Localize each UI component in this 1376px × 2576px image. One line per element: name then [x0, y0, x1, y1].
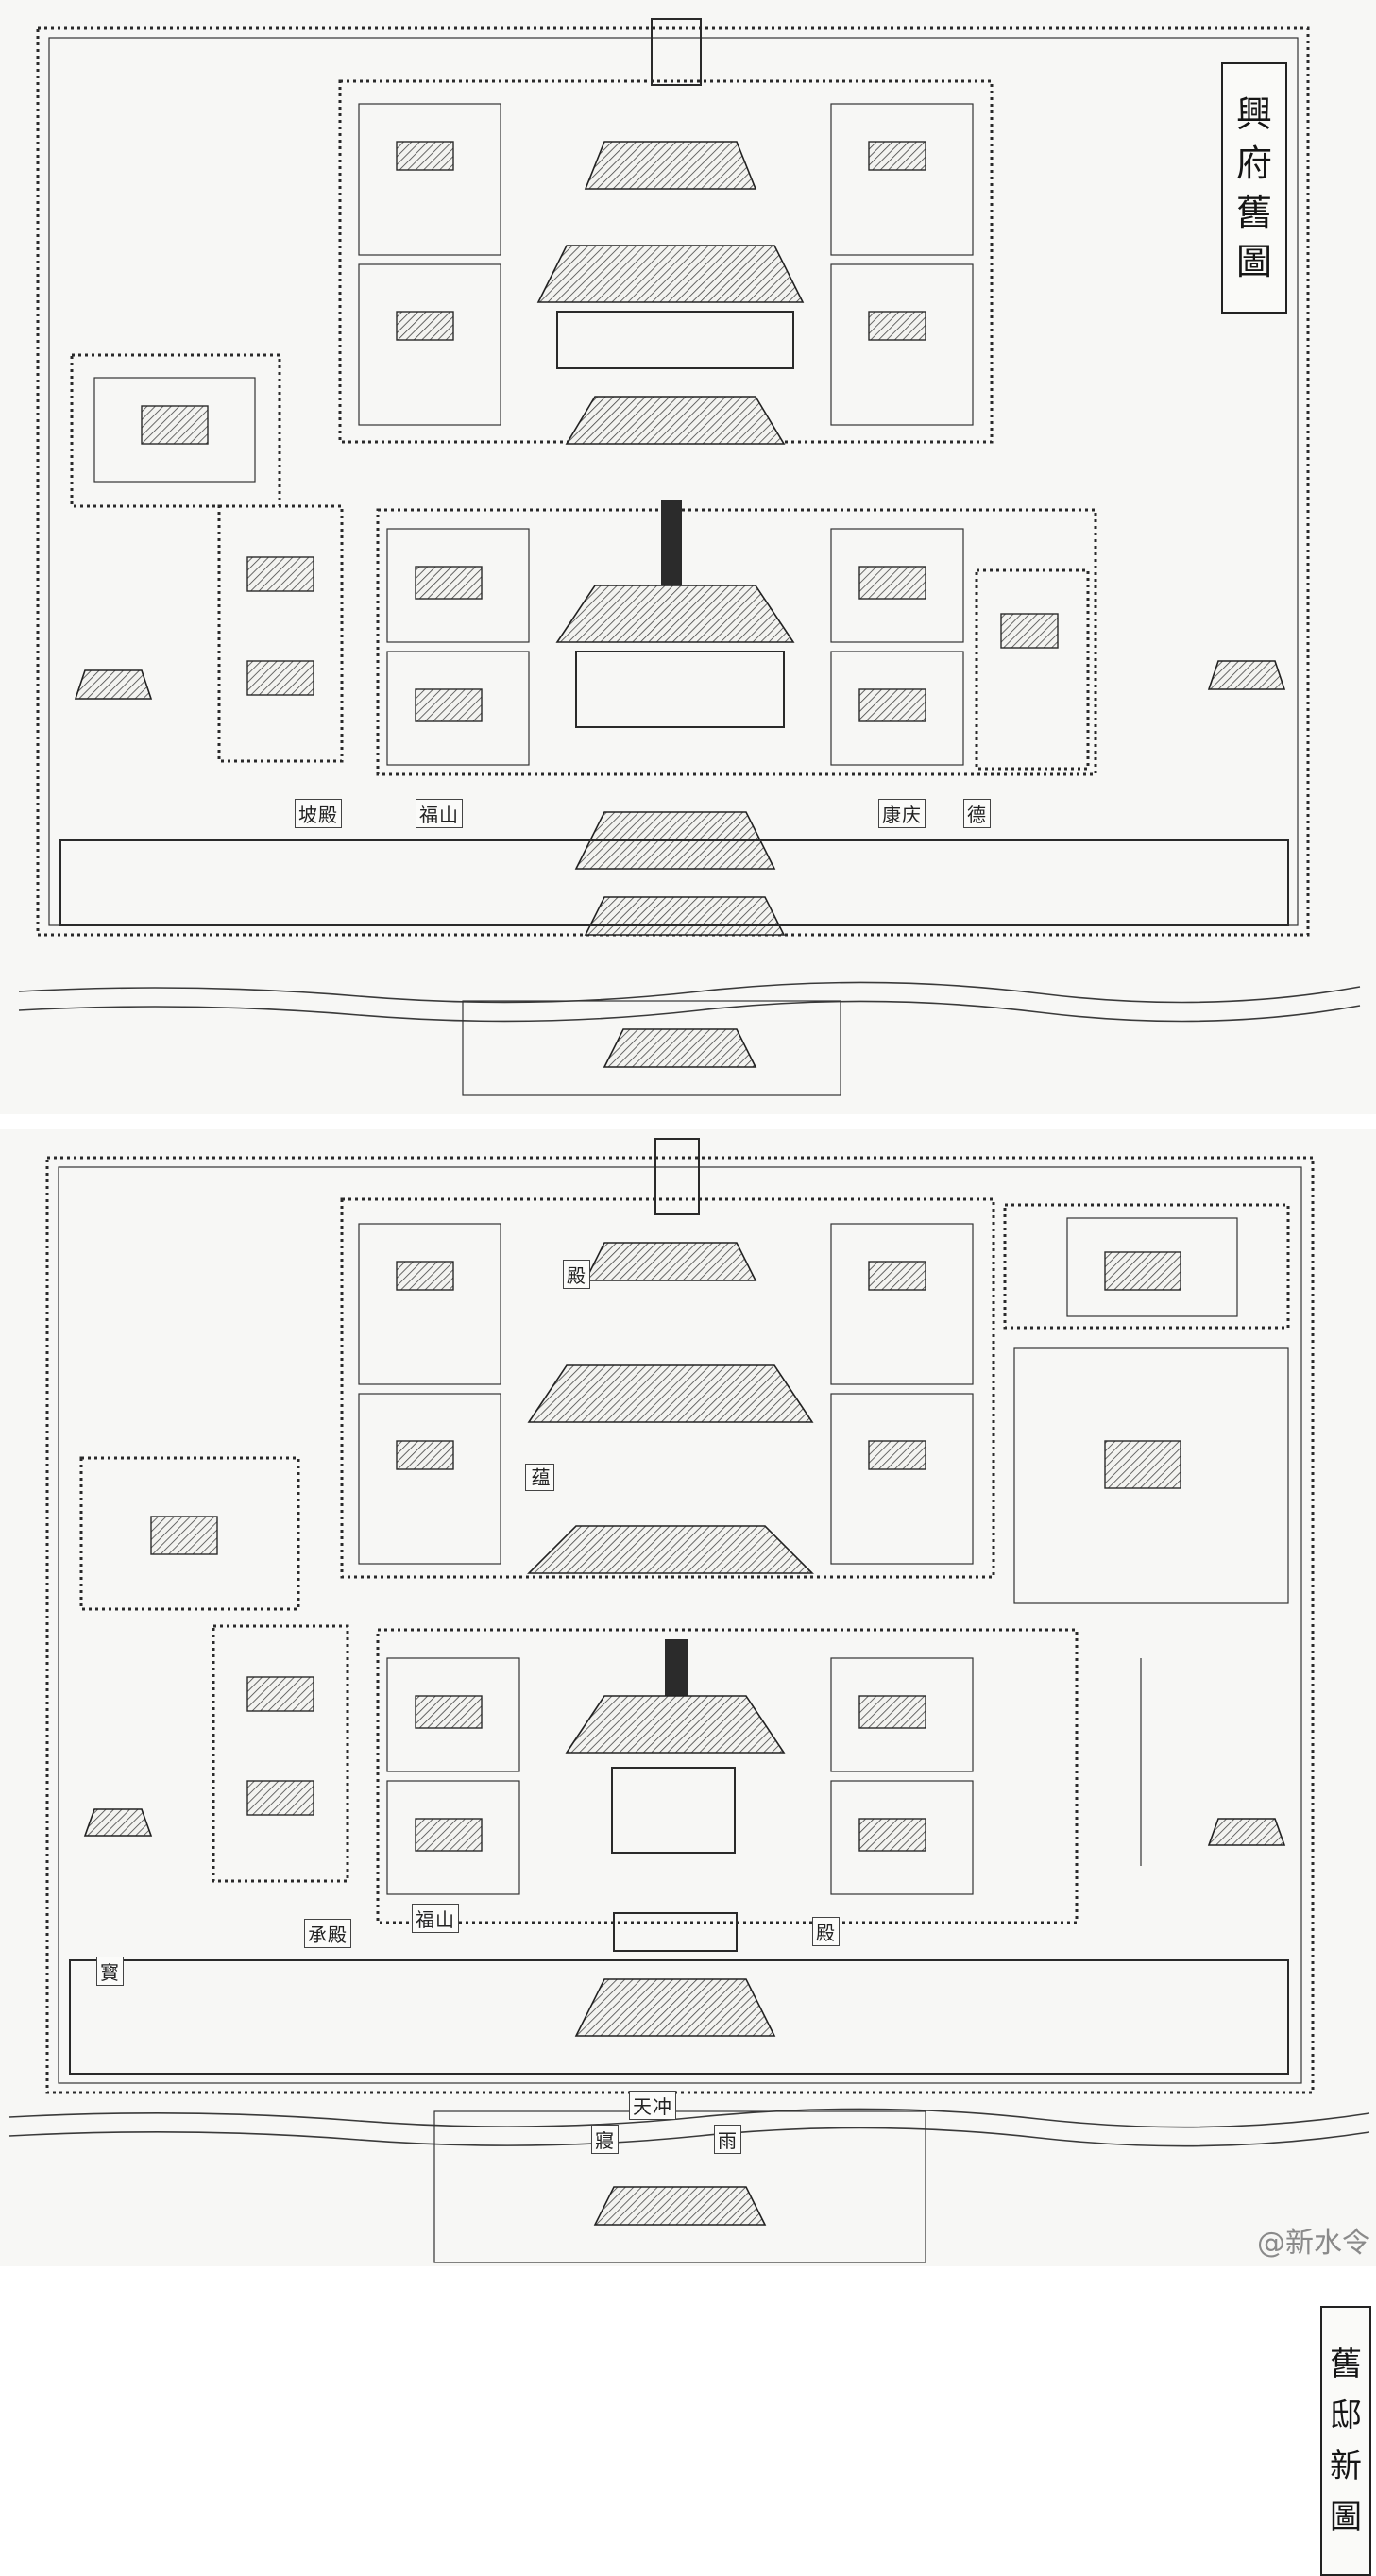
- courtyard-buildings: [150, 1251, 1181, 1852]
- building-label: 寢: [591, 2125, 619, 2154]
- east-garden-enclosure: [1013, 1347, 1289, 1604]
- title-char-3: 舊: [1235, 192, 1272, 233]
- new-mansion-map-title: 舊 邸 新 圖: [1320, 2306, 1371, 2576]
- old-mansion-plan-drawing: [18, 18, 1361, 1096]
- front-main-hall-body: [575, 651, 785, 728]
- building-label: 福山: [416, 799, 463, 828]
- title-char-4: 圖: [1235, 241, 1272, 282]
- west-pavilion: [83, 1808, 153, 1837]
- title-char-4: 圖: [1330, 2499, 1362, 2536]
- building-label: 殿: [563, 1260, 590, 1289]
- rear-main-hall-body: [556, 311, 794, 369]
- east-courtyards: [830, 103, 974, 766]
- middle-compound-wall: [376, 508, 1097, 776]
- west-courtyards: [358, 1223, 520, 1895]
- new-mansion-map: 舊 邸 新 圖 殿 蕴 承殿 福山 殿 天冲 寢 雨 寳 @新水令: [0, 1129, 1376, 2576]
- building-label: 寳: [96, 1957, 124, 1986]
- middle-hall-roof: [565, 396, 786, 445]
- building-label: 天冲: [629, 2091, 676, 2120]
- west-annex-lower: [212, 1624, 349, 1883]
- west-pavilion: [74, 669, 153, 700]
- front-main-hall-roof: [555, 585, 795, 643]
- building-label: 康庆: [878, 799, 926, 828]
- rear-hall-roof: [584, 141, 757, 190]
- building-label: 蕴: [525, 1464, 554, 1491]
- central-corridor: [661, 500, 682, 604]
- west-annex-upper: [70, 353, 281, 508]
- front-gate-roof: [584, 896, 786, 936]
- east-annex-upper: [1003, 1203, 1290, 1330]
- outer-wall-inner-line: [58, 1166, 1302, 2084]
- rear-main-hall-roof: [527, 1364, 814, 1423]
- title-char-1: 興: [1235, 93, 1272, 135]
- outer-wall: [45, 1156, 1315, 2094]
- south-row-buildings: [69, 1959, 1289, 2075]
- north-gate: [654, 1138, 700, 1215]
- old-mansion-map: 興 府 舊 圖 坡殿 福山 康庆 德: [0, 0, 1376, 1114]
- rear-main-hall-roof: [536, 245, 805, 303]
- inner-compound-wall: [340, 1197, 995, 1579]
- middle-compound-wall: [376, 1628, 1079, 1924]
- building-label: 雨: [714, 2125, 741, 2154]
- front-main-hall-body: [611, 1767, 736, 1854]
- title-char-1: 舊: [1330, 2346, 1362, 2383]
- west-courtyards: [358, 103, 530, 766]
- river-line-south: [8, 2127, 1370, 2147]
- old-mansion-map-title: 興 府 舊 圖: [1221, 62, 1287, 314]
- east-pavilion: [1207, 660, 1286, 690]
- west-annex-courtyard: [93, 377, 256, 483]
- east-annex: [975, 568, 1090, 771]
- courtyard-buildings: [141, 141, 1059, 722]
- watermark: @新水令: [1257, 2227, 1370, 2260]
- title-char-2: 府: [1235, 143, 1272, 184]
- title-char-2: 邸: [1330, 2397, 1362, 2434]
- building-label: 殿: [812, 1917, 840, 1946]
- panel-divider: [0, 1114, 1376, 1129]
- front-main-hall-roof: [565, 1695, 786, 1754]
- west-annex-lower: [217, 504, 344, 763]
- south-row-buildings: [59, 839, 1289, 926]
- outer-gate-enclosure: [462, 1000, 841, 1096]
- east-pavilion: [1207, 1818, 1286, 1846]
- river-line-south: [18, 1000, 1361, 1023]
- building-label: 福山: [412, 1904, 459, 1933]
- middle-hall-roof: [527, 1525, 814, 1574]
- building-label: 承殿: [304, 1919, 351, 1948]
- outer-south-gate: [603, 1028, 757, 1068]
- hall-platform: [613, 1912, 738, 1952]
- west-annex-upper: [79, 1456, 300, 1611]
- north-gate: [651, 18, 702, 86]
- outer-south-gate: [593, 2186, 767, 2226]
- outer-gate-enclosure: [433, 2110, 926, 2263]
- river-line-north: [18, 981, 1361, 1004]
- new-mansion-plan-drawing: [8, 1138, 1370, 2263]
- rear-hall-roof: [584, 1242, 757, 1281]
- main-gate-roof: [574, 1978, 776, 2037]
- east-courtyards: [830, 1223, 974, 1895]
- river-line-north: [8, 2108, 1370, 2128]
- east-annex-courtyard: [1066, 1217, 1238, 1317]
- building-label: 德: [963, 799, 991, 828]
- building-label: 坡殿: [295, 799, 342, 828]
- title-char-3: 新: [1330, 2448, 1362, 2485]
